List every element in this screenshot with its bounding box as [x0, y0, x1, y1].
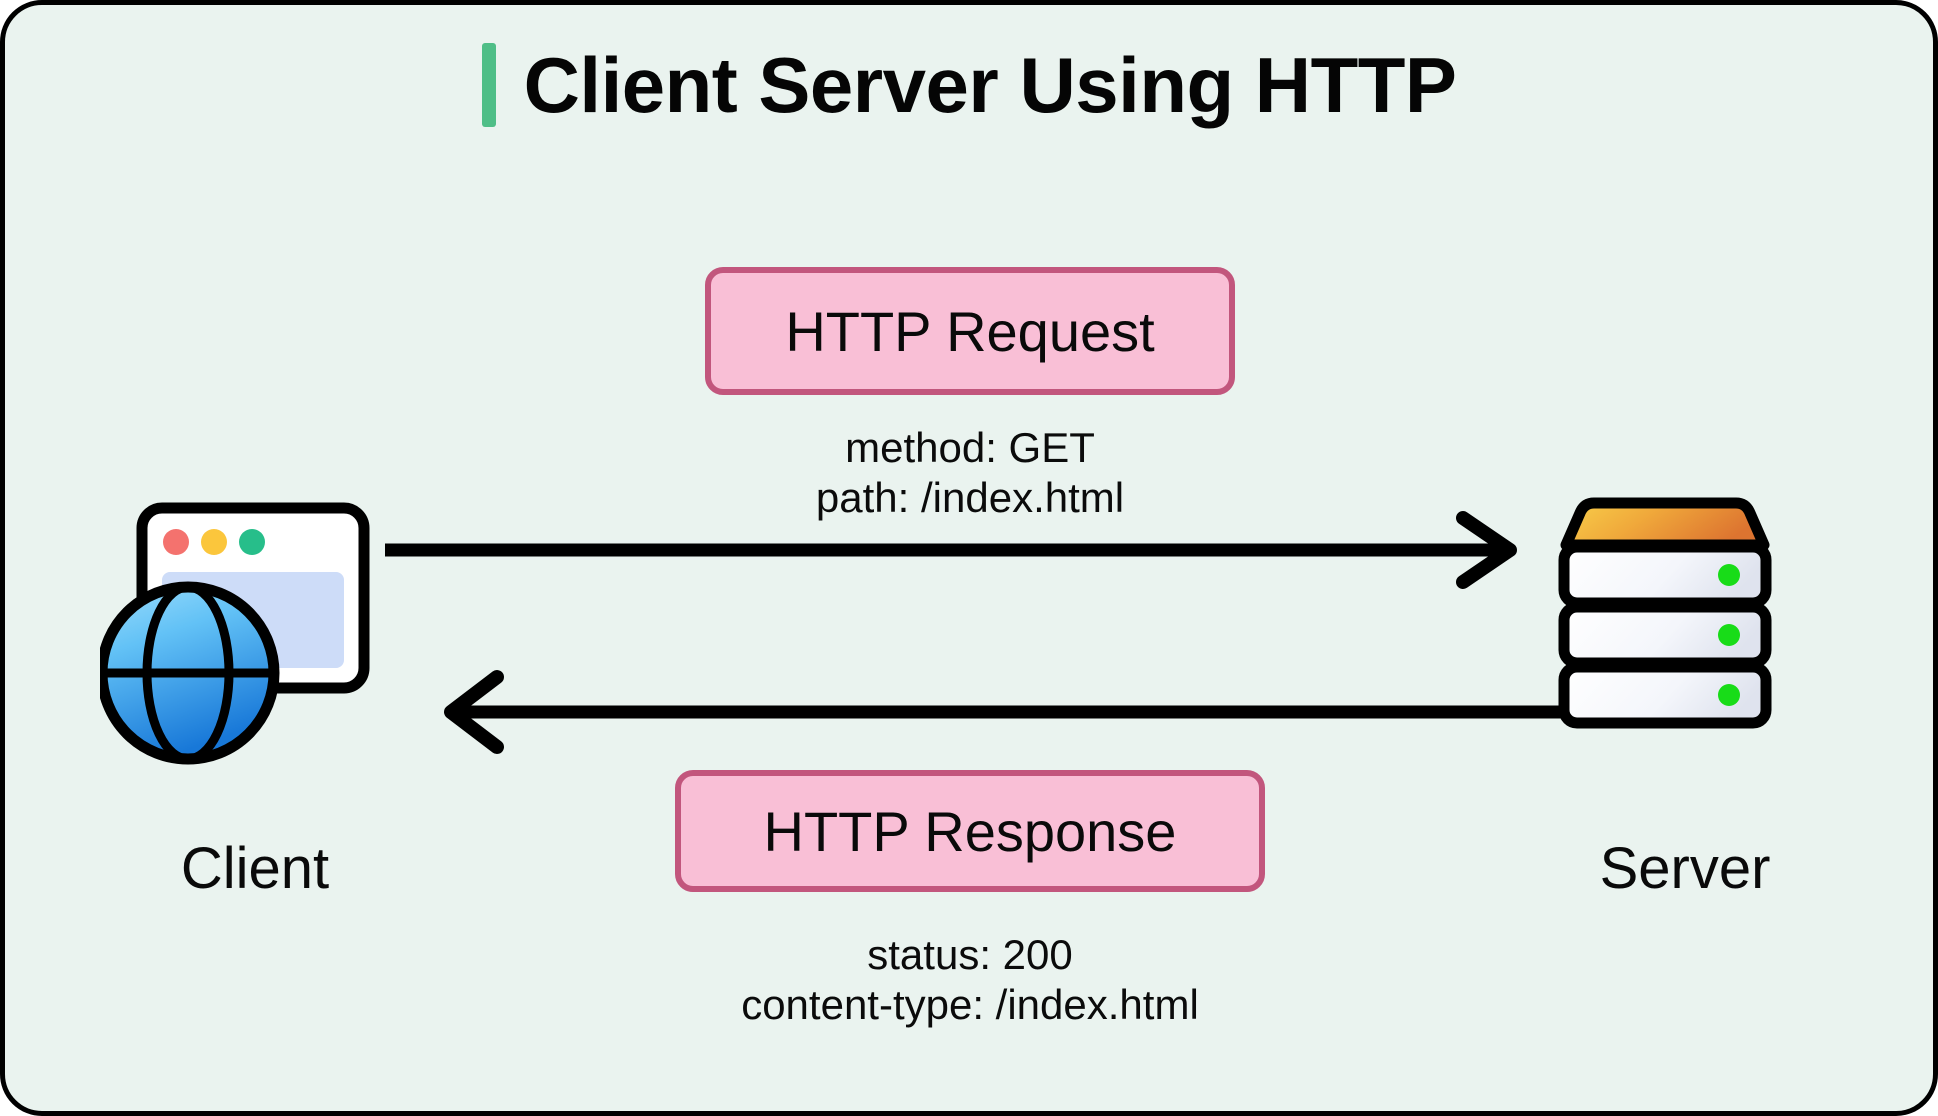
title-accent-bar: [481, 43, 496, 127]
request-detail-path: path: /index.html: [815, 473, 1125, 521]
request-arrow: [385, 511, 1517, 589]
http-response-label: HTTP Response: [763, 799, 1177, 863]
http-response-label-box[interactable]: HTTP Response: [675, 770, 1265, 892]
server-icon: [1550, 495, 1780, 740]
response-details: status: 200 content-type: /index.html: [620, 930, 1320, 1029]
window-dot-yellow: [201, 529, 227, 555]
response-arrow-head: [444, 670, 504, 754]
request-details: method: GET path: /index.html: [620, 423, 1320, 522]
server-rack-icon: [1558, 497, 1772, 729]
response-detail-content-type: content-type: /index.html: [741, 980, 1199, 1028]
server-led-1: [1718, 564, 1740, 586]
diagram-title: Client Server Using HTTP: [5, 43, 1933, 127]
http-request-label-box[interactable]: HTTP Request: [705, 267, 1235, 395]
browser-window-globe-icon: [96, 502, 370, 765]
client-label: Client: [180, 836, 330, 901]
response-detail-status: status: 200: [867, 931, 1073, 978]
server-label: Server: [1599, 836, 1771, 901]
client-icon: [96, 490, 390, 785]
server-led-2: [1718, 624, 1740, 646]
server-top-panel: [1560, 497, 1770, 551]
server-led-3: [1718, 684, 1740, 706]
response-arrow: [444, 670, 1565, 754]
window-dot-red: [163, 529, 189, 555]
window-dot-green: [239, 529, 265, 555]
request-detail-method: method: GET: [845, 424, 1095, 471]
server-tier-3: [1558, 661, 1772, 729]
request-arrow-head: [1456, 511, 1517, 589]
http-request-label: HTTP Request: [785, 299, 1155, 363]
page-title: Client Server Using HTTP: [523, 41, 1457, 129]
